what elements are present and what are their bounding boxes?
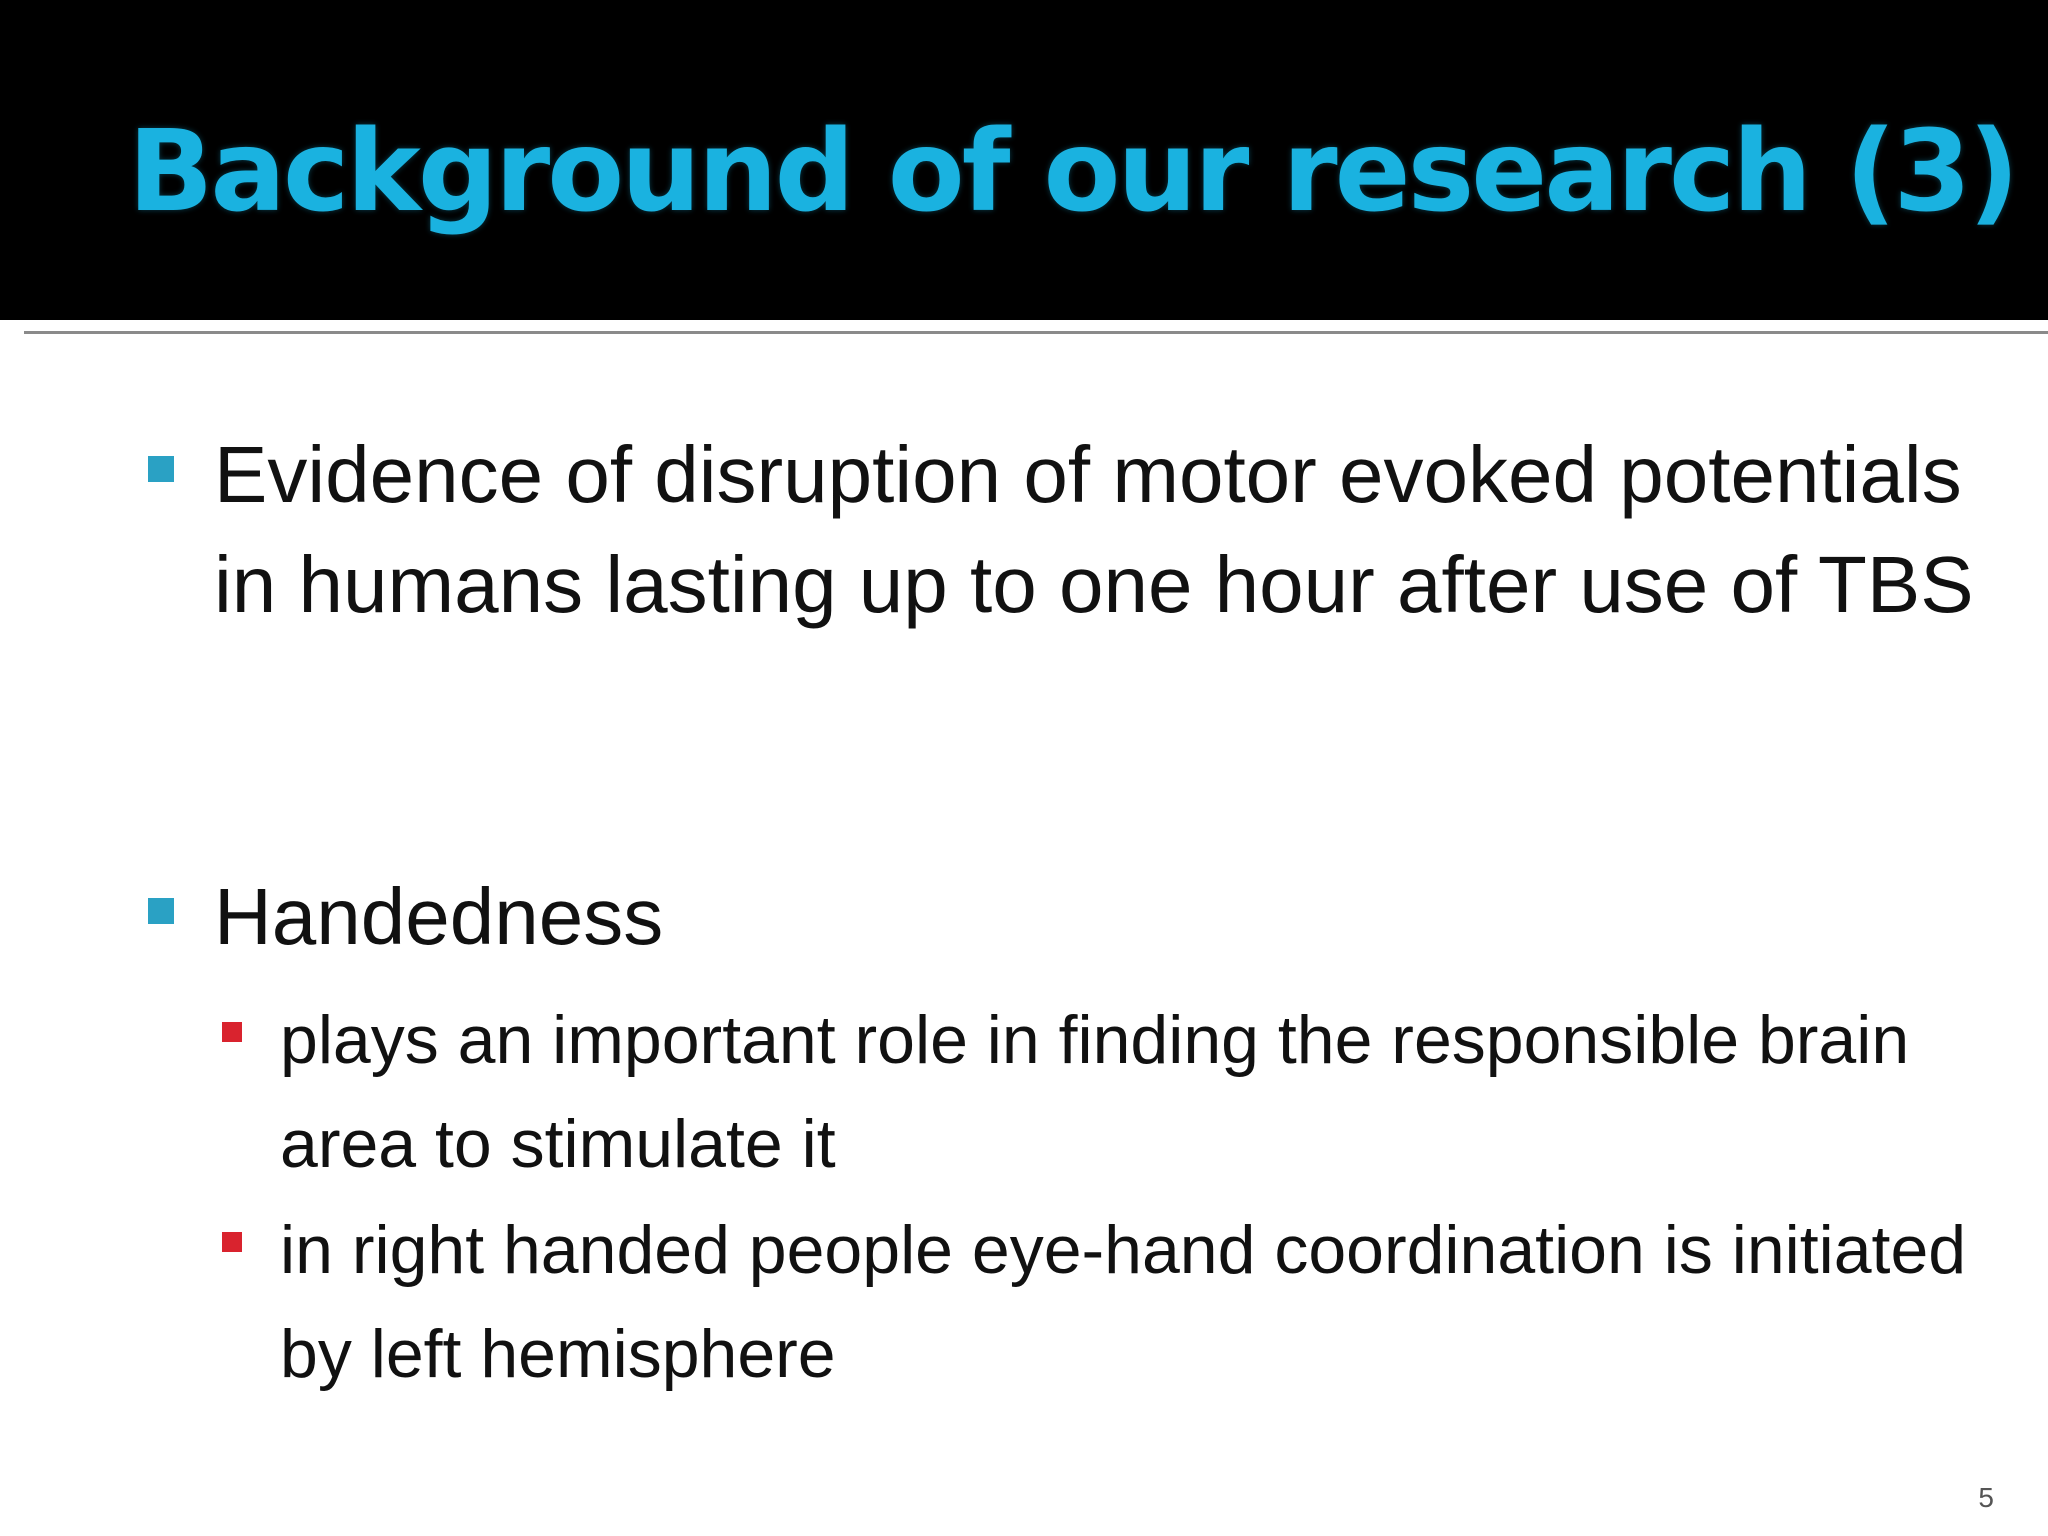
sub-bullet-text: in right handed people eye-hand coordina… — [280, 1212, 1967, 1392]
square-bullet-icon — [148, 456, 174, 482]
sub-bullet-text: plays an important role in finding the r… — [280, 1002, 1910, 1182]
bullet-text: Handedness — [214, 872, 664, 961]
title-divider — [24, 331, 2048, 334]
bullet-text: Evidence of disruption of motor evoked p… — [214, 430, 1974, 629]
title-bar: Background of our research (3) — [0, 0, 2048, 320]
slide-title: Background of our research (3) — [128, 107, 2019, 237]
square-sub-bullet-icon — [222, 1232, 242, 1252]
square-bullet-icon — [148, 898, 174, 924]
page-number: 5 — [1978, 1482, 1994, 1513]
square-sub-bullet-icon — [222, 1022, 242, 1042]
